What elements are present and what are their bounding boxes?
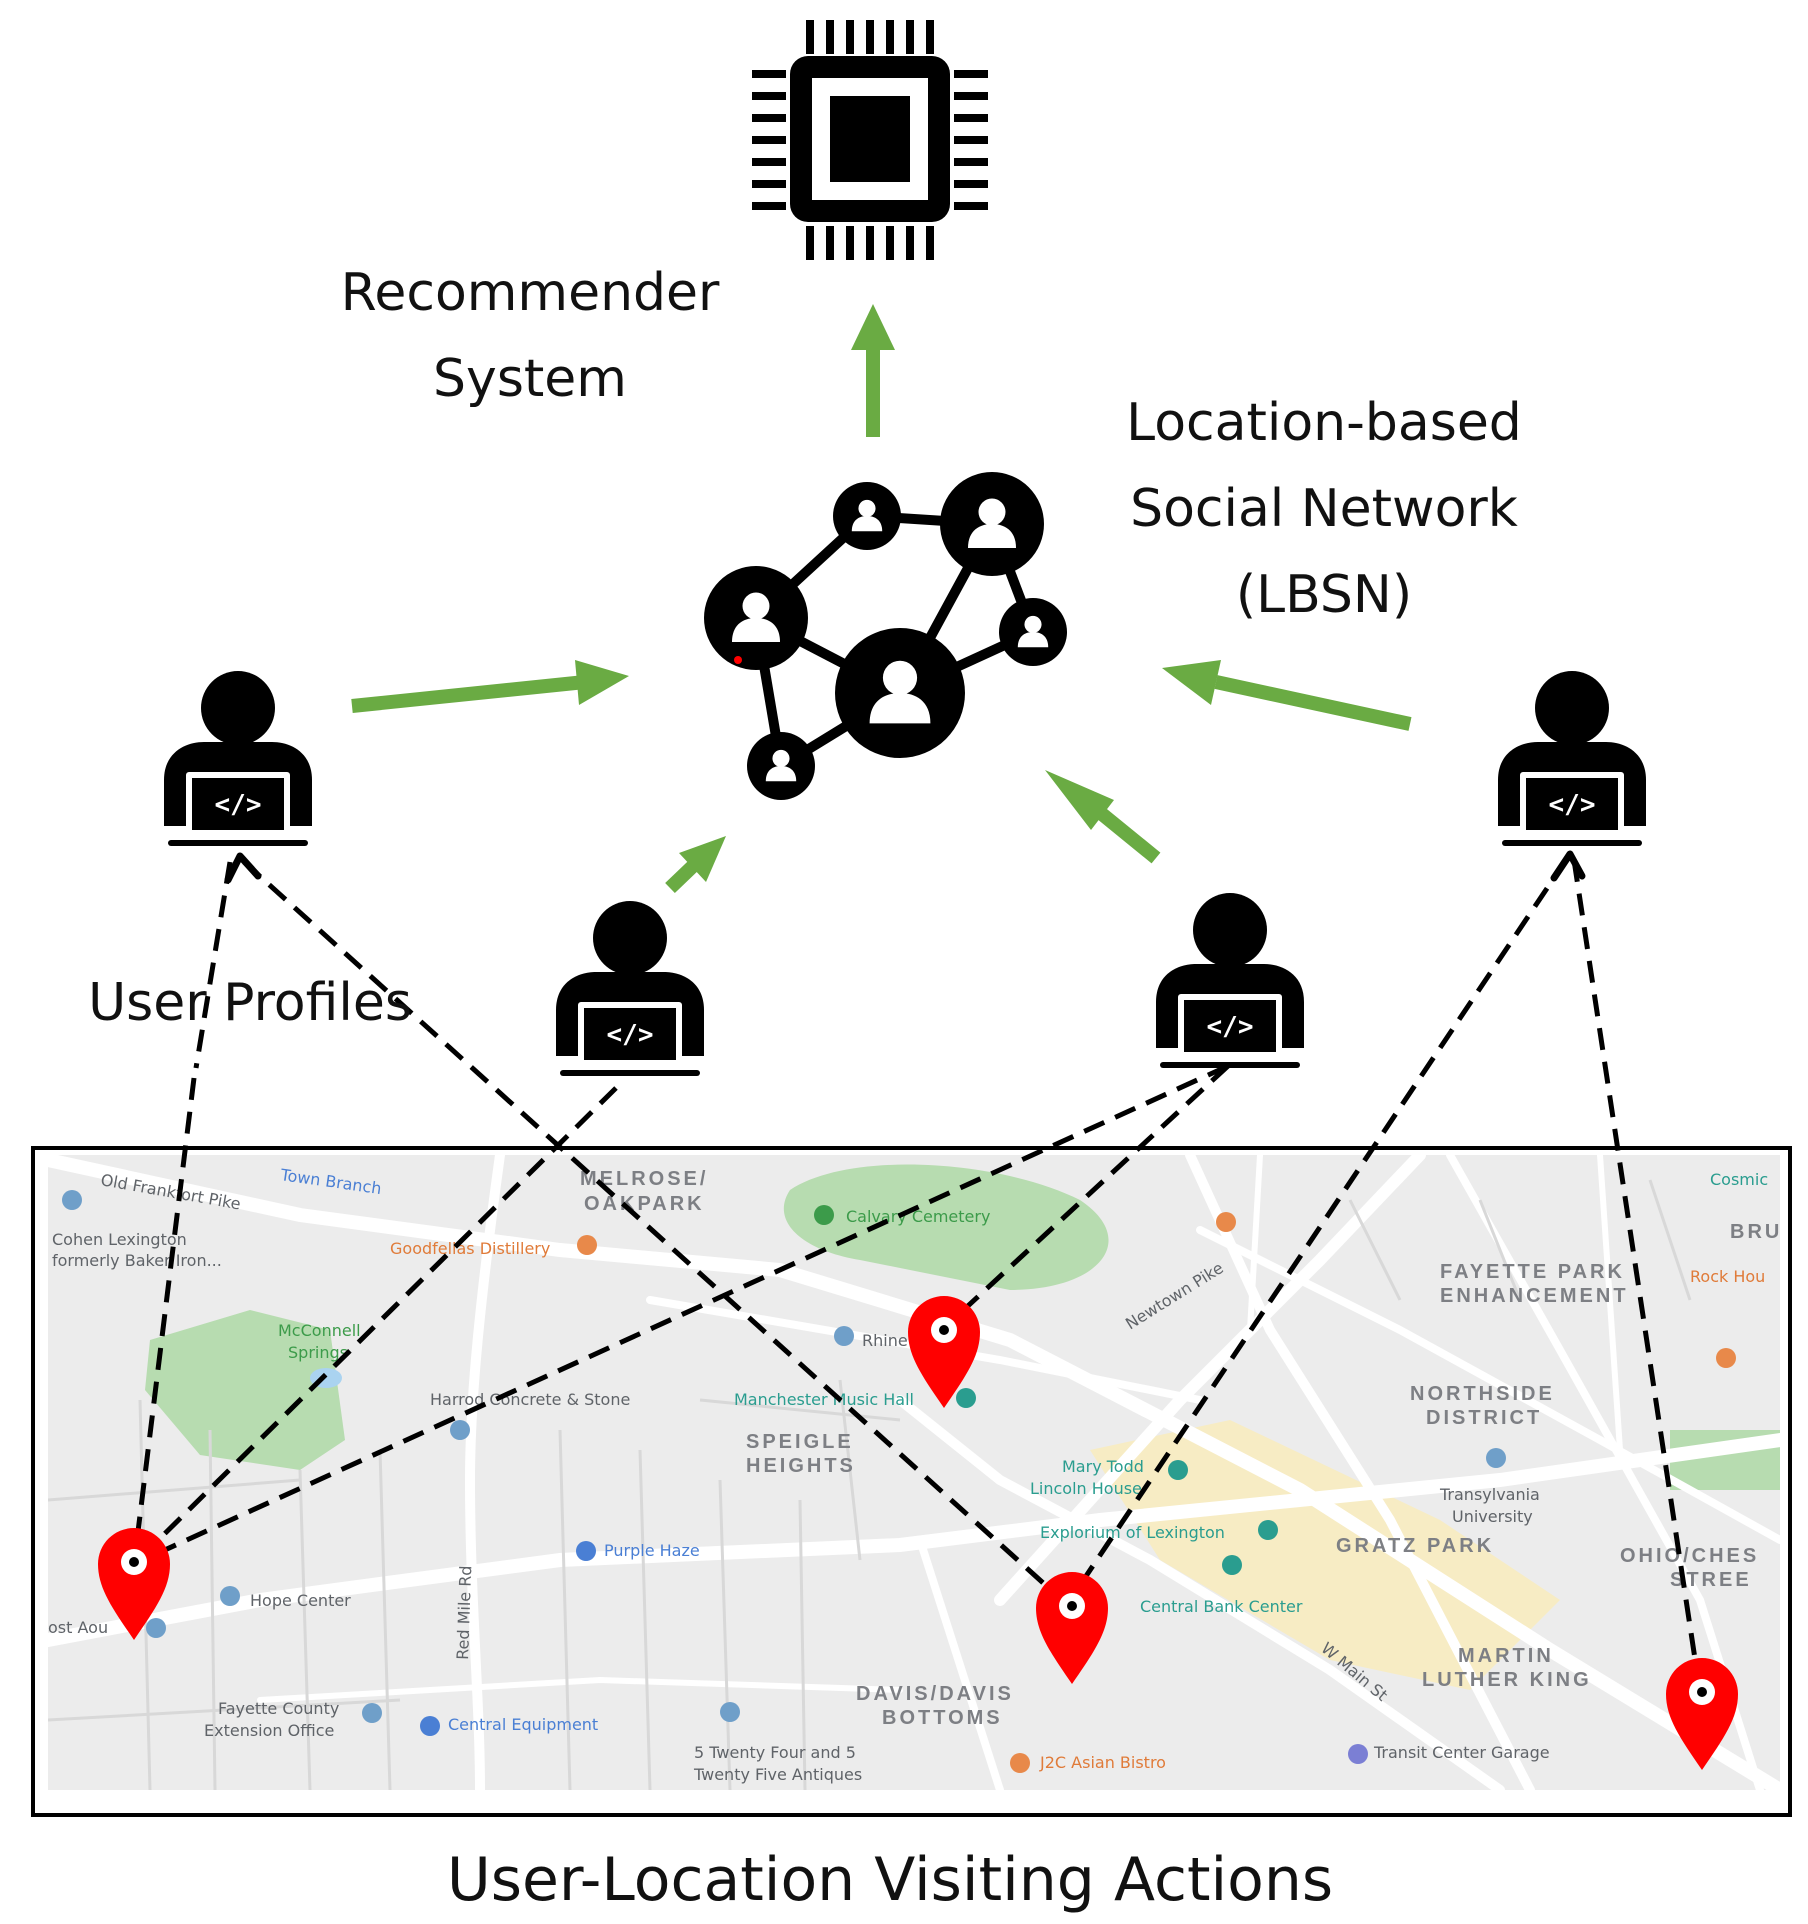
map-street-red-mile: Red Mile Rd — [453, 1565, 475, 1660]
user-location-links — [131, 858, 1703, 1693]
social-network-icon — [704, 472, 1067, 800]
map-place-harrod: Harrod Concrete & Stone — [430, 1390, 630, 1409]
map-label-gratz-park: GRATZ PARK — [1336, 1535, 1494, 1557]
dashed-link — [942, 1064, 1230, 1330]
recommender-label-line2: System — [433, 349, 627, 409]
arrow-user2-to-network — [665, 836, 726, 894]
code-glyph: </> — [1207, 1012, 1254, 1042]
map-label-speigle-2: HEIGHTS — [746, 1455, 856, 1477]
map-label-fayette-park-2: ENHANCEMENT — [1440, 1285, 1629, 1307]
arrow-user3-to-network — [1045, 770, 1161, 864]
map-place-central-equipment: Central Equipment — [448, 1715, 598, 1734]
map-place-goodfellas: Goodfellas Distillery — [390, 1239, 550, 1258]
map-place-cosmic: Cosmic — [1710, 1170, 1768, 1189]
recommender-label-line1: Recommender — [341, 263, 720, 323]
dashed-link — [131, 1077, 197, 1565]
map-place-calvary: Calvary Cemetery — [846, 1207, 990, 1226]
map-place-university: University — [1452, 1507, 1533, 1526]
map-place-twenty-five: Twenty Five Antiques — [693, 1765, 862, 1784]
map-place-rock-house: Rock Hou — [1690, 1267, 1765, 1286]
dashed-link — [193, 861, 233, 1069]
arrow-user4-to-network — [1162, 660, 1412, 731]
map-label-ohio-2: STREE — [1670, 1569, 1752, 1591]
map-place-mcconnell: McConnell — [278, 1321, 361, 1340]
springs-park-area — [145, 1310, 345, 1470]
map-label-northside: NORTHSIDE — [1410, 1383, 1555, 1405]
map-place-lincoln-house: Lincoln House — [1030, 1479, 1142, 1498]
map-label-ohio: OHIO/CHES — [1620, 1545, 1759, 1567]
map-label-bruci: BRUCI — [1730, 1221, 1808, 1243]
lbsn-label-line3: (LBSN) — [1236, 565, 1412, 625]
map-place-transit-center: Transit Center Garage — [1373, 1743, 1550, 1762]
user-laptop-icon: </> — [556, 901, 704, 1076]
cemetery-park-area — [783, 1164, 1109, 1290]
user-laptop-icon: </> — [164, 671, 312, 846]
map-place-cohen: Cohen Lexington — [52, 1230, 187, 1249]
user-laptop-icon: </> — [1498, 671, 1646, 846]
map-place-springs: Springs — [288, 1343, 348, 1362]
map-label-melrose-2: OAKPARK — [584, 1193, 705, 1215]
map-label-mlk: MARTIN — [1458, 1645, 1554, 1667]
dashed-link — [242, 860, 1064, 1602]
lbsn-label-line1: Location-based — [1126, 393, 1522, 453]
map-place-transylvania: Transylvania — [1439, 1485, 1540, 1504]
lbsn-label-line2: Social Network — [1130, 479, 1518, 539]
dashed-link — [1067, 858, 1569, 1602]
map-place-manchester: Manchester Music Hall — [734, 1390, 914, 1409]
map-place-purple-haze: Purple Haze — [604, 1541, 700, 1560]
map-place-fayette-county: Fayette County — [218, 1699, 339, 1718]
code-glyph: </> — [215, 790, 262, 820]
dashed-link — [132, 1063, 1230, 1567]
code-glyph: </> — [607, 1020, 654, 1050]
map-place-mary-todd: Mary Todd — [1062, 1457, 1144, 1476]
dashed-link — [1571, 859, 1703, 1693]
code-glyph: </> — [1549, 790, 1596, 820]
map-poi-markers — [62, 1190, 1736, 1773]
map-place-explorium: Explorium of Lexington — [1040, 1523, 1225, 1542]
map-place-5-twenty-four: 5 Twenty Four and 5 — [694, 1743, 856, 1762]
map-label-davis-2: BOTTOMS — [882, 1707, 1003, 1729]
map-place-hope-center: Hope Center — [250, 1591, 351, 1610]
map-place-j2c: J2C Asian Bistro — [1039, 1753, 1166, 1772]
map-label-fayette-park: FAYETTE PARK — [1440, 1261, 1625, 1283]
map-label-speigle: SPEIGLE — [746, 1431, 854, 1453]
map-label-davis: DAVIS/DAVIS — [856, 1683, 1014, 1705]
map-place-post-aou: ost Aou — [48, 1618, 108, 1637]
map-place-extension-office: Extension Office — [204, 1721, 334, 1740]
dashed-link — [132, 1086, 618, 1566]
flow-arrows — [351, 304, 1412, 894]
map-place-central-bank: Central Bank Center — [1140, 1597, 1303, 1616]
map-label-northside-2: DISTRICT — [1426, 1407, 1542, 1429]
arrow-network-to-recommender — [851, 304, 895, 437]
map-label-melrose: MELROSE/ — [580, 1168, 708, 1190]
user-profiles-label: User Profiles — [88, 973, 412, 1033]
map-place-cohen-2: formerly Baker Iron... — [52, 1251, 222, 1270]
cpu-chip-icon — [752, 20, 988, 260]
user-laptop-icon: </> — [1156, 893, 1304, 1068]
map-panel: MELROSE/ OAKPARK FAYETTE PARK ENHANCEMEN… — [31, 1146, 1808, 1817]
arrowheads — [224, 850, 1586, 884]
map-label-mlk-2: LUTHER KING — [1422, 1669, 1592, 1691]
arrow-user1-to-network — [351, 660, 629, 713]
bottom-caption: User-Location Visiting Actions — [447, 1845, 1333, 1915]
